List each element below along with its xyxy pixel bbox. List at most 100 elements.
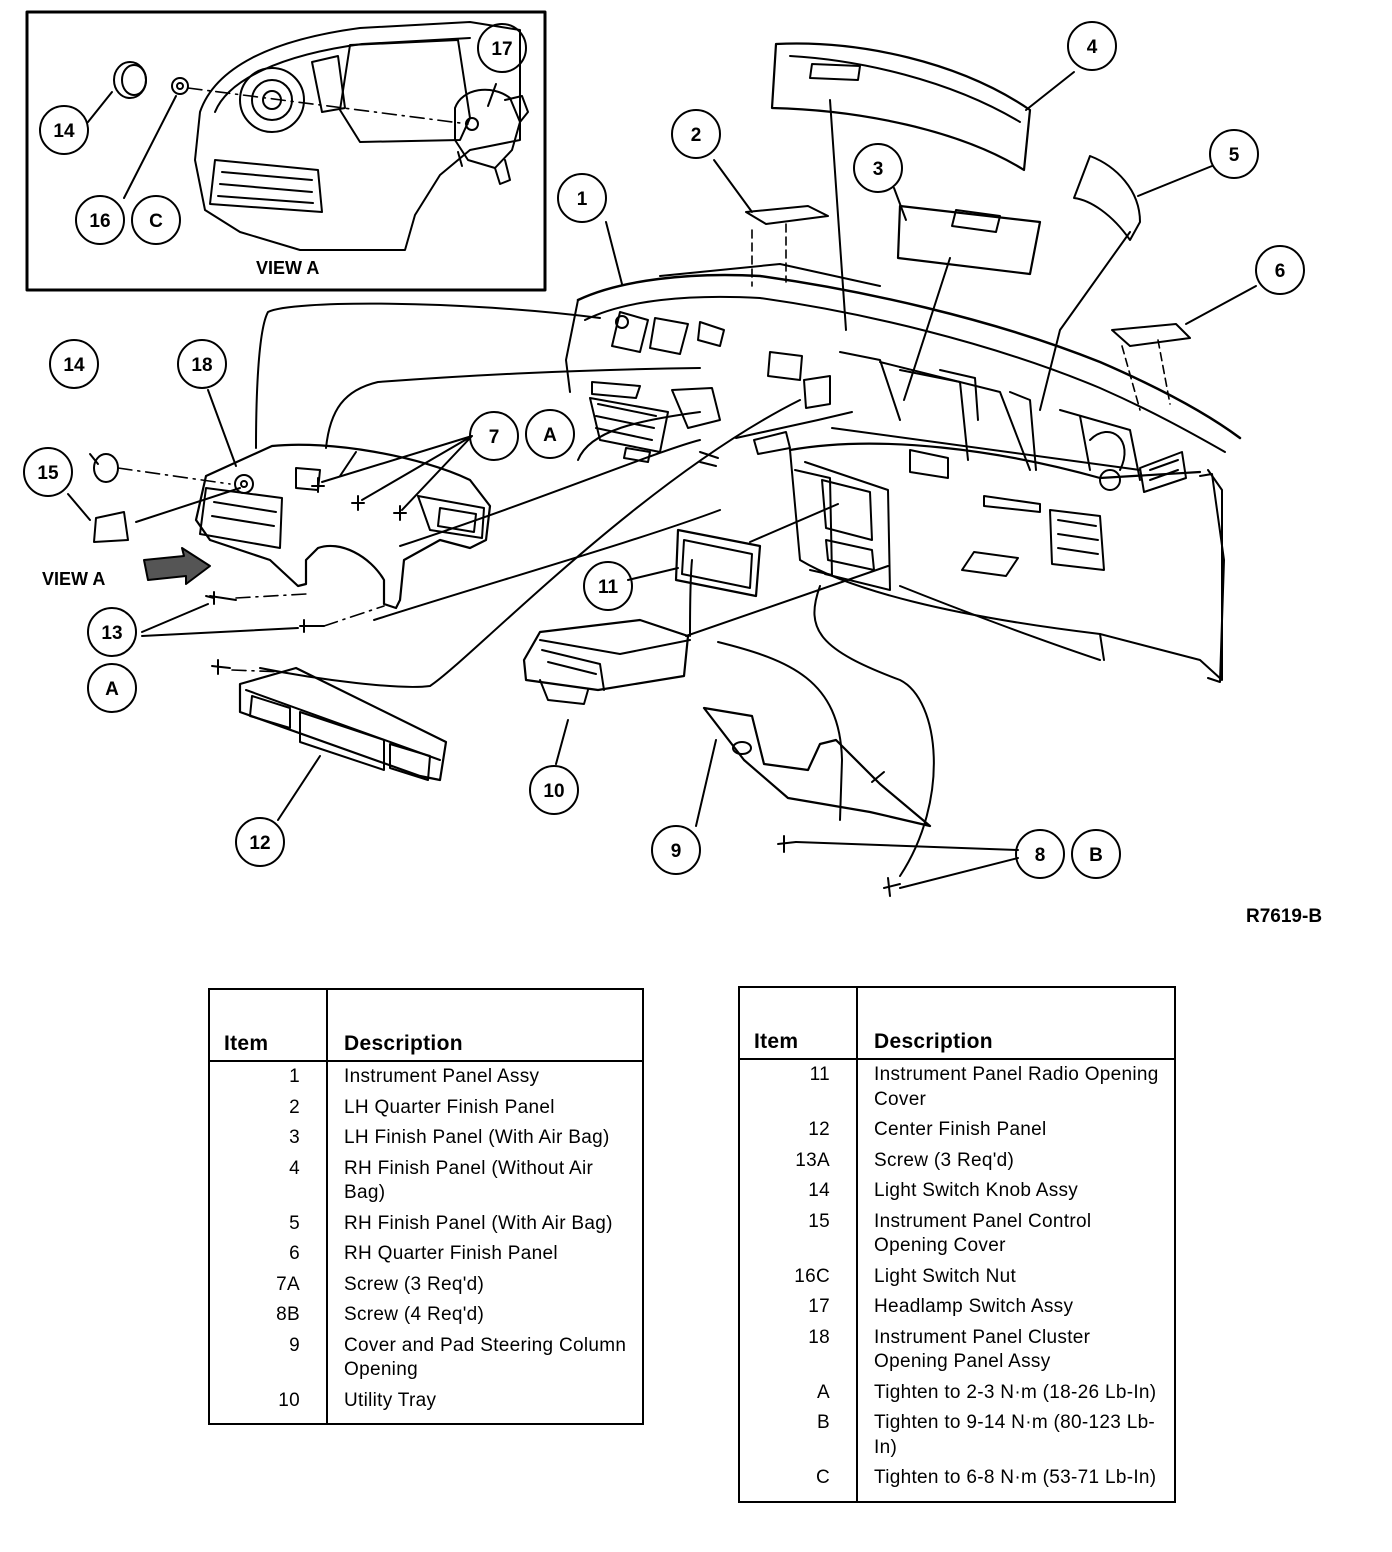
- item-number: 3: [209, 1123, 328, 1154]
- item-number: 4: [209, 1153, 328, 1209]
- callout-10: 10: [529, 765, 579, 815]
- callout-18: 18: [177, 339, 227, 389]
- legend-header-row: Item Description: [739, 987, 1175, 1060]
- item-number: 18: [739, 1322, 858, 1378]
- item-number: 1: [209, 1061, 328, 1093]
- svg-text:3: 3: [873, 159, 884, 180]
- legend-row: 15 Instrument Panel Control Opening Cover: [739, 1206, 1175, 1262]
- rh-quarter-finish-panel: [1111, 323, 1191, 347]
- lh-quarter-finish-panel: [745, 205, 829, 225]
- column-header-item: Item: [739, 987, 858, 1060]
- view-a-arrow: [143, 547, 211, 585]
- item-description: Tighten to 9-14 N·m (80-123 Lb-In): [874, 1412, 1156, 1458]
- center-finish-panel: [238, 666, 448, 782]
- svg-text:15: 15: [37, 463, 59, 484]
- view-a-frame: [25, 10, 547, 292]
- legend-row: 8B Screw (4 Req'd): [209, 1300, 643, 1331]
- svg-text:13: 13: [101, 623, 122, 644]
- item-number: 8B: [209, 1300, 328, 1331]
- item-number: 12: [739, 1115, 858, 1146]
- item-description: Tighten to 6-8 N·m (53-71 Lb-In): [874, 1467, 1157, 1488]
- callout-5: 5: [1209, 129, 1259, 179]
- instrument-panel-assy: [93, 42, 1242, 897]
- item-number: 17: [739, 1292, 858, 1323]
- callout-7: 7: [469, 411, 519, 461]
- svg-text:A: A: [543, 425, 557, 446]
- callout-15: 15: [23, 447, 73, 497]
- callout-16: 16: [75, 195, 125, 245]
- callout-9: 9: [651, 825, 701, 875]
- item-description: Instrument Panel Assy: [344, 1066, 540, 1087]
- callout-b: B: [1071, 829, 1121, 879]
- callout-14-inset: 14: [39, 105, 89, 155]
- item-description: Screw (3 Req'd): [344, 1273, 485, 1295]
- callout-12: 12: [235, 817, 285, 867]
- item-number: 15: [739, 1206, 858, 1262]
- callout-a-top: A: [525, 409, 575, 459]
- item-number: C: [739, 1463, 858, 1502]
- item-number: 5: [209, 1208, 328, 1239]
- exploded-view-diagram: VIEW A: [23, 10, 1305, 897]
- svg-text:4: 4: [1087, 37, 1098, 58]
- legend-row: 3 LH Finish Panel (With Air Bag): [209, 1123, 643, 1154]
- svg-text:2: 2: [691, 125, 702, 146]
- svg-text:18: 18: [191, 355, 212, 376]
- svg-text:7: 7: [489, 427, 500, 448]
- item-number: 16C: [739, 1261, 858, 1292]
- item-number: 7A: [209, 1269, 328, 1300]
- utility-tray: [522, 618, 690, 692]
- item-description: Screw (4 Req'd): [344, 1304, 485, 1325]
- item-number: 2: [209, 1092, 328, 1123]
- lh-finish-panel: [896, 204, 1042, 276]
- callout-6: 6: [1255, 245, 1305, 295]
- svg-text:8: 8: [1035, 845, 1046, 866]
- view-a-inset: VIEW A: [25, 10, 547, 292]
- legend-row: 14 Light Switch Knob Assy: [739, 1176, 1175, 1207]
- item-number: 10: [209, 1385, 328, 1424]
- control-opening-cover: [93, 511, 129, 543]
- item-description: Light Switch Nut: [874, 1265, 1017, 1287]
- item-description: Headlamp Switch Assy: [874, 1296, 1074, 1317]
- view-a-pointer-label: VIEW A: [42, 569, 105, 589]
- legend-row: 1 Instrument Panel Assy: [209, 1061, 643, 1093]
- item-description: Cover and Pad Steering Column Opening: [344, 1334, 627, 1381]
- callout-14-main: 14: [49, 339, 99, 389]
- item-description: LH Quarter Finish Panel: [344, 1096, 555, 1118]
- callout-1: 1: [557, 173, 607, 223]
- item-number: B: [739, 1408, 858, 1463]
- callout-a-left: A: [87, 663, 137, 713]
- item-number: 11: [739, 1059, 858, 1115]
- item-description: Center Finish Panel: [874, 1119, 1047, 1140]
- svg-text:10: 10: [543, 781, 564, 802]
- callout-11: 11: [583, 561, 633, 611]
- svg-text:9: 9: [671, 841, 682, 862]
- light-switch-nut: [171, 77, 189, 95]
- item-description: RH Finish Panel (With Air Bag): [344, 1212, 613, 1234]
- item-number: 14: [739, 1176, 858, 1207]
- legend-row: 17 Headlamp Switch Assy: [739, 1292, 1175, 1323]
- svg-text:6: 6: [1275, 261, 1286, 282]
- callout-8: 8: [1015, 829, 1065, 879]
- item-number: A: [739, 1377, 858, 1408]
- radio-opening-cover: [674, 528, 762, 598]
- rh-finish-panel-airbag: [1073, 155, 1141, 241]
- legend-row: C Tighten to 6-8 N·m (53-71 Lb-In): [739, 1463, 1175, 1502]
- legend-header-row: Item Description: [209, 989, 643, 1062]
- item-description: Instrument Panel Control Opening Cover: [874, 1210, 1092, 1257]
- column-header-description: Description: [857, 987, 1175, 1060]
- steering-column-cover: [702, 706, 932, 828]
- item-description: LH Finish Panel (With Air Bag): [344, 1127, 610, 1148]
- svg-text:5: 5: [1229, 145, 1240, 166]
- item-description: RH Quarter Finish Panel: [344, 1243, 558, 1264]
- legend-row: 16C Light Switch Nut: [739, 1261, 1175, 1292]
- item-description: Screw (3 Req'd): [874, 1149, 1015, 1171]
- legend-row: 5 RH Finish Panel (With Air Bag): [209, 1208, 643, 1239]
- item-description: Light Switch Knob Assy: [874, 1180, 1079, 1201]
- legend-row: B Tighten to 9-14 N·m (80-123 Lb-In): [739, 1408, 1175, 1463]
